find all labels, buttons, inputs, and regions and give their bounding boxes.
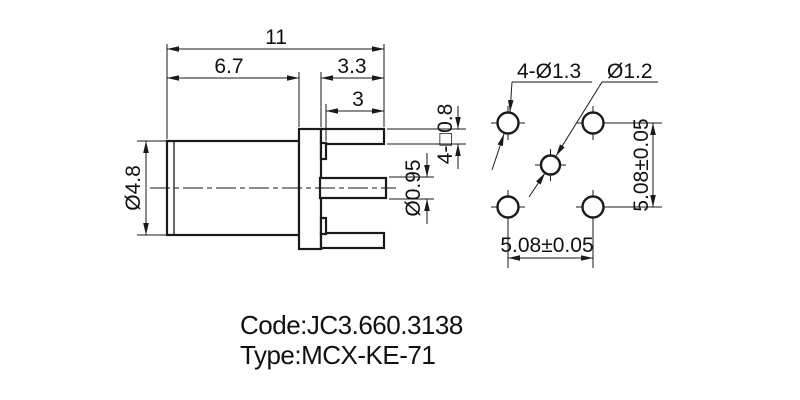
dim-text-pitch-vertical: 5.08±0.05 — [630, 118, 653, 211]
label-center-hole: Ø1.2 — [607, 60, 653, 83]
bottom-ground-pin — [319, 231, 386, 250]
footprint-view: 4-Ø1.3 Ø1.2 5.08±0.05 5.08±0.05 — [491, 60, 662, 268]
mount-hole-top-right — [581, 111, 605, 135]
leader-arrow-center-hole-upper — [555, 81, 603, 157]
side-view: 11 6.7 3.3 3 Ø4.8 Ø0.95 4-□0.8 — [122, 26, 466, 251]
top-ground-pin — [319, 127, 386, 146]
dim-text-pin-length: 3 — [352, 88, 364, 111]
mount-hole-top-left — [496, 111, 520, 135]
mount-hole-bottom-right — [581, 195, 605, 219]
leader-arrow-corner-hole-upper — [508, 81, 514, 113]
part-code-text: Code:JC3.660.3138 — [240, 310, 463, 340]
dim-text-body-dia: Ø4.8 — [122, 165, 145, 211]
dim-text-overall: 11 — [265, 26, 287, 49]
dim-text-right: 3.3 — [337, 55, 366, 78]
dim-text-square-pins: 4-□0.8 — [434, 104, 457, 165]
dim-text-pin-dia: Ø0.95 — [402, 159, 425, 216]
center-pin-hole — [539, 154, 562, 176]
mount-hole-bottom-left — [496, 195, 520, 219]
leader-arrow-center-hole-lower — [528, 172, 546, 198]
dim-text-pitch-horizontal: 5.08±0.05 — [500, 234, 593, 257]
dim-text-body: 6.7 — [214, 55, 243, 78]
leader-arrow-corner-hole-lower — [491, 133, 505, 171]
top-step — [319, 141, 328, 161]
bottom-step — [319, 216, 328, 236]
part-type-text: Type:MCX-KE-71 — [240, 340, 435, 370]
label-corner-holes: 4-Ø1.3 — [517, 60, 581, 83]
part-info: Code:JC3.660.3138 Type:MCX-KE-71 — [240, 310, 463, 370]
connector-flange — [297, 127, 323, 251]
